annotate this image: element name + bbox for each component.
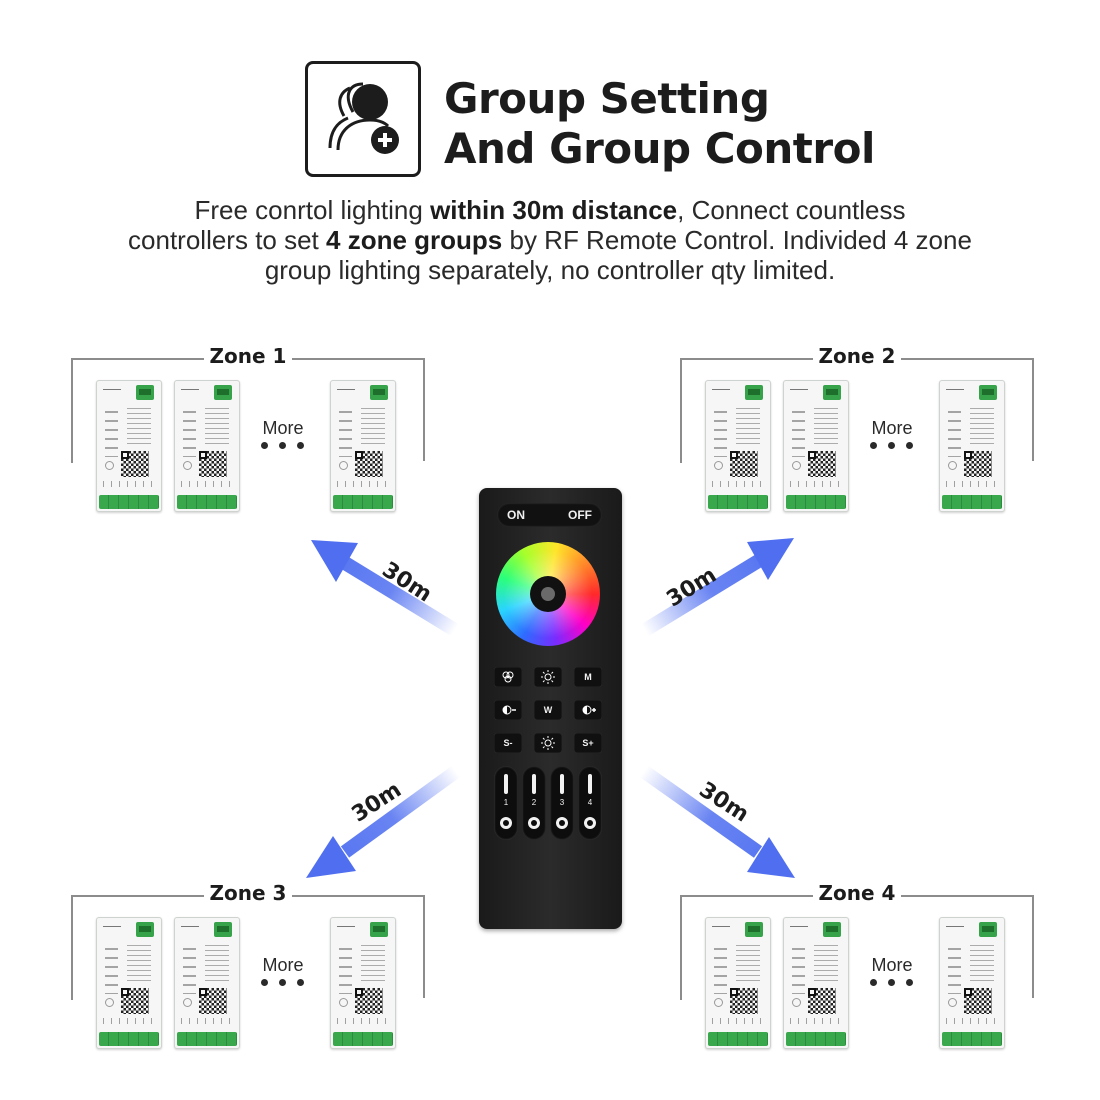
zone-title: Zone 2 <box>680 344 1034 368</box>
color-wheel-center <box>530 576 566 612</box>
zone-2-key[interactable]: 2 <box>522 766 546 840</box>
brightness-center-button[interactable] <box>534 667 562 687</box>
brightness-down-button[interactable] <box>494 700 522 720</box>
arrow-bottom-left <box>306 764 463 878</box>
zone-2-label: Zone 2 <box>812 344 902 368</box>
speed-up-button[interactable]: S+ <box>574 733 602 753</box>
arrow-top-left <box>311 540 462 638</box>
desc-text: Free conrtol lighting <box>194 195 431 225</box>
controller <box>705 917 771 1049</box>
title-line-2: And Group Control <box>444 124 875 173</box>
arrow-top-right <box>638 538 794 638</box>
zone-1-key[interactable]: 1 <box>494 766 518 840</box>
page-title: Group Setting And Group Control <box>444 74 875 174</box>
brightness-up-button[interactable] <box>574 700 602 720</box>
zone-4-key-label: 4 <box>587 798 593 807</box>
on-off-rocker[interactable]: ON OFF <box>497 503 602 527</box>
brightness-down-icon <box>502 705 516 715</box>
zone-4-key[interactable]: 4 <box>578 766 602 840</box>
sun-icon <box>541 736 555 750</box>
group-setting-icon-box <box>305 61 421 177</box>
rgb-circles-icon <box>502 671 514 683</box>
mode-button[interactable]: M <box>574 667 602 687</box>
speed-down-button[interactable]: S- <box>494 733 522 753</box>
controller <box>939 380 1005 512</box>
more-label: More <box>871 955 913 975</box>
controller <box>174 917 240 1049</box>
brightness-up-icon <box>582 705 596 715</box>
more-label: More <box>262 955 304 975</box>
zone-title: Zone 3 <box>71 881 425 905</box>
color-temp-button[interactable] <box>534 733 562 753</box>
controller <box>783 380 849 512</box>
ellipsis-icon <box>261 442 305 452</box>
desc-text: , Connect countless <box>677 195 906 225</box>
desc-text: controllers to set <box>128 225 327 255</box>
off-button-label[interactable]: OFF <box>568 508 592 522</box>
zone-4: Zone 4 More <box>680 881 1034 1058</box>
description-line-1: Free conrtol lighting within 30m distanc… <box>40 195 1060 225</box>
controller <box>96 380 162 512</box>
description: Free conrtol lighting within 30m distanc… <box>40 195 1060 285</box>
controller <box>174 380 240 512</box>
rf-remote: ON OFF M W S- S+ 1 2 3 4 <box>479 488 622 929</box>
controller <box>96 917 162 1049</box>
controller <box>330 380 396 512</box>
white-button[interactable]: W <box>534 700 562 720</box>
zone-1-label: Zone 1 <box>203 344 293 368</box>
rgb-mix-button[interactable] <box>494 667 522 687</box>
controller <box>330 917 396 1049</box>
description-line-3: group lighting separately, no controller… <box>264 255 836 285</box>
zone-3: Zone 3 More <box>71 881 425 1058</box>
title-line-1: Group Setting <box>444 74 770 123</box>
controller <box>705 380 771 512</box>
description-line-2: controllers to set 4 zone groups by RF R… <box>40 225 1060 255</box>
zone-title: Zone 1 <box>71 344 425 368</box>
sun-icon <box>541 670 555 684</box>
desc-highlight-groups: 4 zone groups <box>326 225 503 255</box>
zone-2-key-label: 2 <box>531 798 537 807</box>
zone-2: Zone 2 More <box>680 344 1034 521</box>
more-label: More <box>262 418 304 438</box>
zone-3-key[interactable]: 3 <box>550 766 574 840</box>
zone-3-key-label: 3 <box>559 798 565 807</box>
zone-1: Zone 1 More <box>71 344 425 521</box>
controller <box>783 917 849 1049</box>
zone-4-label: Zone 4 <box>812 881 902 905</box>
zone-title: Zone 4 <box>680 881 1034 905</box>
ellipsis-icon <box>870 979 914 989</box>
ellipsis-icon <box>870 442 914 452</box>
color-wheel[interactable] <box>496 542 600 646</box>
on-button-label[interactable]: ON <box>507 508 525 522</box>
controller <box>939 917 1005 1049</box>
zone-1-key-label: 1 <box>503 798 509 807</box>
arrow-bottom-right <box>637 764 795 878</box>
zone-3-label: Zone 3 <box>203 881 293 905</box>
desc-text: by RF Remote Control. Individed 4 zone <box>502 225 972 255</box>
more-label: More <box>871 418 913 438</box>
group-add-icon <box>328 82 399 154</box>
ellipsis-icon <box>261 979 305 989</box>
desc-highlight-distance: within 30m distance <box>430 195 678 225</box>
